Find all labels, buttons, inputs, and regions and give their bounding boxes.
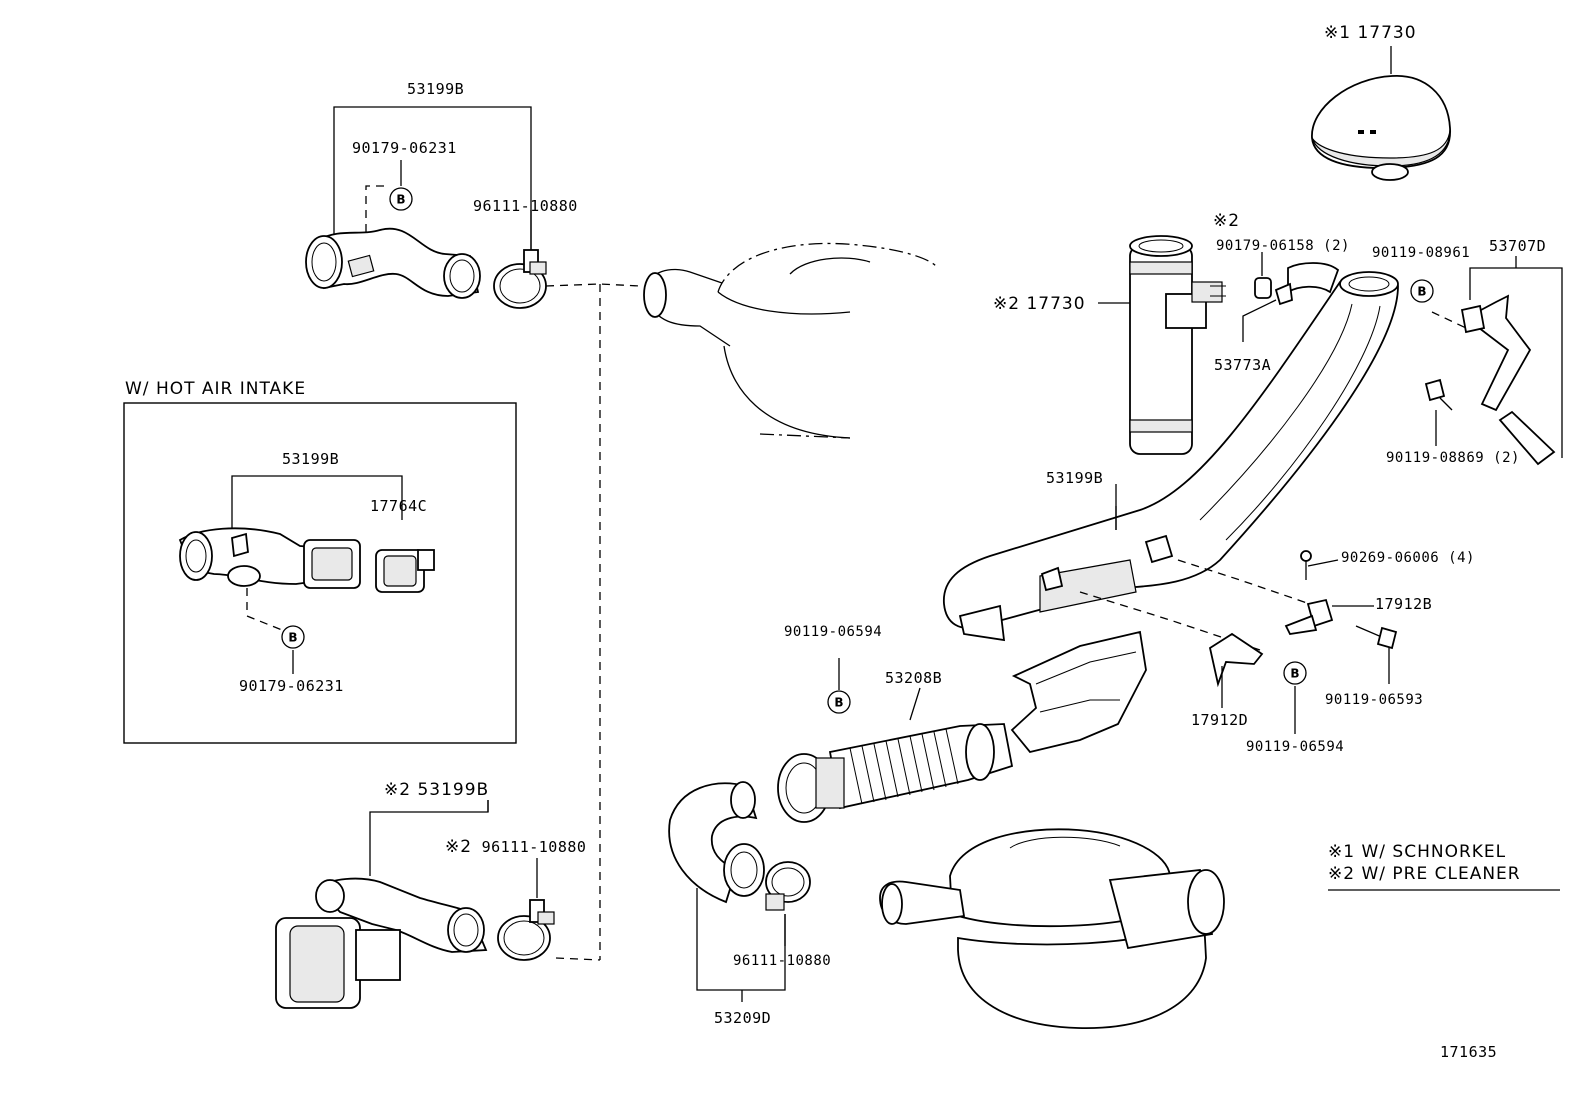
note-mark-2-bottom-hose: ※2 [384,780,412,800]
diagram-number: 171635 [1440,1043,1498,1061]
label-bottom-clamp: ※2 96111-10880 [445,837,586,857]
label-90179-06231-hot-air: 90179-06231 [239,677,344,695]
hot-air-intake-title: W/ HOT AIR INTAKE [125,379,307,399]
label-53773a: 53773A [1214,356,1272,374]
pre-cleaner-fasteners [1242,252,1340,342]
bolt-ref-53707d: B [1410,279,1434,303]
bolt-ref-17912d: B [1283,661,1307,685]
label-17912d: 17912D [1191,711,1249,729]
air-cleaner-top-outline [643,242,939,439]
legend-schnorkel: ※1 W/ SCHNORKEL [1328,842,1506,862]
label-90179-06158: 90179-06158 (2) [1216,238,1350,254]
hot-air-intake-box [123,402,517,744]
label-bottom-hose: ※2 53199B [384,780,489,800]
note-mark-1: ※1 [1324,23,1352,43]
label-53209d: 53209D [714,1009,772,1027]
label-53208b: 53208B [885,669,943,687]
label-53199b-snorkel-hose: 53199B [1046,469,1104,487]
fasteners-right-middle [1208,550,1398,734]
label-pre-cleaner: ※2 17730 [993,294,1086,314]
snorkel-cap-17730 [1311,46,1451,181]
label-96111-10880-bottom: 96111-10880 [481,838,587,856]
snorkel-hose-53199b [943,271,1399,642]
label-96111-10880-top: 96111-10880 [473,197,578,215]
svg-text:B: B [288,631,297,645]
label-17764c: 17764C [370,497,428,515]
label-90119-06594-left: 90119-06594 [784,624,883,640]
label-17912b: 17912B [1375,595,1433,613]
bolt-ref-53208b: B [827,690,851,714]
label-90119-06594-right: 90119-06594 [1246,739,1345,755]
label-snorkel-cap: ※1 17730 [1324,23,1417,43]
legend-pre-cleaner: ※2 W/ PRE CLEANER [1328,864,1521,884]
label-53199b-bottom: 53199B [417,780,490,800]
hose-ribs [849,728,959,805]
intake-hose-53208b [777,630,1147,823]
bracket-53707d [1424,256,1563,466]
pre-cleaner-17730 [1098,235,1226,455]
elbow-hose-53209d [668,781,811,1002]
label-90269-06006: 90269-06006 (4) [1341,550,1475,566]
label-90119-08869: 90119-08869 (2) [1386,450,1520,466]
legend-text-2: W/ PRE CLEANER [1361,864,1521,884]
label-17730-pre-cleaner: 17730 [1026,294,1086,314]
note-mark-pre-cleaner-fastener: ※2 [1213,211,1241,231]
svg-text:B: B [396,193,405,207]
svg-text:B: B [1290,667,1299,681]
label-96111-10880-low: 96111-10880 [733,953,832,969]
label-53199b-top: 53199B [407,80,465,98]
legend-text-1: W/ SCHNORKEL [1361,842,1507,862]
bolt-ref-hot-air: B [281,625,305,649]
legend-mark-2: ※2 [1328,864,1356,884]
label-53707d: 53707D [1489,237,1547,255]
svg-text:B: B [1417,285,1426,299]
note-mark-2: ※2 [993,294,1021,314]
air-cleaner-bottom [879,828,1225,1029]
note-mark-2-bottom-clamp: ※2 [445,837,473,857]
bottom-left-air-hose-group [275,800,555,1009]
label-53199b-hot-air: 53199B [282,450,340,468]
top-left-air-hose-group [305,106,547,309]
legend-mark-1: ※1 [1328,842,1356,862]
label-90119-08961: 90119-08961 [1372,245,1471,261]
label-90179-06231-top: 90179-06231 [352,139,457,157]
label-90119-06593: 90119-06593 [1325,692,1424,708]
label-17730-snorkel: 17730 [1357,23,1417,43]
bolt-ref-top: B [389,187,413,211]
svg-text:B: B [834,696,843,710]
